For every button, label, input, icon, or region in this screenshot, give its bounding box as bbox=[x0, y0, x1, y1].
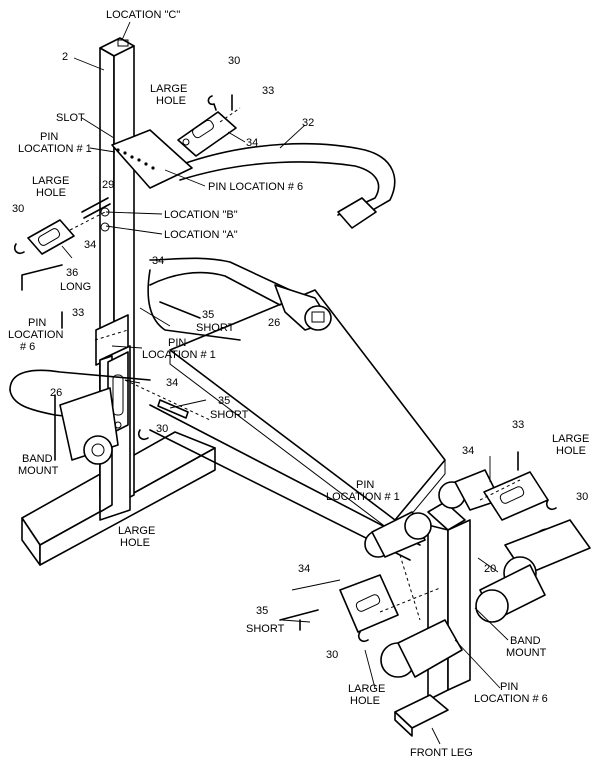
label-large-hole-bottom-line2: HOLE bbox=[350, 695, 380, 707]
pin-35-upper bbox=[159, 301, 201, 319]
callout-30-top: 30 bbox=[228, 55, 240, 67]
label-35-mid-number: 35 bbox=[218, 395, 230, 407]
label-pin-location-1-top-line2: LOCATION # 1 bbox=[18, 143, 92, 155]
leader-lines bbox=[61, 21, 509, 745]
clip-30-left bbox=[13, 243, 25, 255]
callout-34-left: 34 bbox=[84, 239, 96, 251]
callout-2: 2 bbox=[62, 51, 68, 63]
callout-32: 32 bbox=[302, 117, 314, 129]
label-location-b: LOCATION "B" bbox=[164, 209, 238, 221]
label-large-hole-top-line2: HOLE bbox=[156, 95, 186, 107]
callout-30-right: 30 bbox=[576, 491, 588, 503]
pin-36-long bbox=[21, 264, 63, 291]
label-35-upper-short: SHORT bbox=[196, 322, 235, 334]
label-location-a: LOCATION "A" bbox=[164, 229, 238, 241]
callout-26-right: 26 bbox=[268, 317, 280, 329]
callout-33-left: 33 bbox=[72, 307, 84, 319]
press-arm bbox=[179, 142, 396, 229]
label-pin-location-1-right-line1: PIN bbox=[356, 479, 374, 491]
end-cap-top bbox=[177, 111, 237, 157]
callout-34-mid: 34 bbox=[152, 255, 164, 267]
callout-20: 20 bbox=[484, 563, 496, 575]
pin-35-mid bbox=[157, 399, 189, 419]
callout-30-lower: 30 bbox=[326, 649, 338, 661]
label-large-hole-bottom-left-line1: LARGE bbox=[118, 525, 155, 537]
label-35-lower-short: SHORT bbox=[246, 623, 285, 635]
label-pin-location-1-right-line2: LOCATION # 1 bbox=[326, 491, 400, 503]
label-35-upper-number: 35 bbox=[202, 309, 214, 321]
lower-arm-roller bbox=[147, 257, 332, 341]
label-36-number: 36 bbox=[66, 267, 78, 279]
end-cap-right bbox=[483, 471, 549, 521]
clip-30-center bbox=[137, 429, 149, 441]
label-pin-location-1-mid-line1: PIN bbox=[168, 337, 186, 349]
end-cap-left bbox=[27, 219, 75, 255]
label-large-hole-bottom-left-line2: HOLE bbox=[120, 537, 150, 549]
label-location-c: LOCATION "C" bbox=[106, 9, 180, 21]
callout-29: 29 bbox=[102, 179, 114, 191]
label-36-long: LONG bbox=[60, 281, 91, 293]
alignment-lines bbox=[69, 107, 521, 621]
end-cap-lower bbox=[339, 574, 399, 633]
clip-30-right bbox=[545, 499, 557, 511]
callout-34-top: 34 bbox=[246, 137, 258, 149]
bolt-29 bbox=[81, 197, 111, 219]
label-pin-location-6-bottom-line2: LOCATION # 6 bbox=[474, 693, 548, 705]
label-band-mount-right-line1: BAND bbox=[510, 635, 541, 647]
callout-30-center: 30 bbox=[156, 423, 168, 435]
front-rollers bbox=[364, 469, 591, 678]
label-large-hole-left-line1: LARGE bbox=[32, 175, 69, 187]
callout-34-lower: 34 bbox=[298, 563, 310, 575]
label-pin-location-1-mid-line2: LOCATION # 1 bbox=[142, 349, 216, 361]
callout-34-right: 34 bbox=[462, 445, 474, 457]
label-pin-location-6-left-line3: # 6 bbox=[20, 341, 35, 353]
label-pin-location-1-top-line1: PIN bbox=[40, 131, 58, 143]
label-35-lower-number: 35 bbox=[256, 605, 268, 617]
label-band-mount-right-line2: MOUNT bbox=[506, 647, 547, 659]
label-front-leg: FRONT LEG bbox=[410, 747, 473, 759]
callout-34-center: 34 bbox=[166, 377, 178, 389]
label-band-mount-left-line1: BAND bbox=[22, 453, 53, 465]
label-large-hole-right-line2: HOLE bbox=[556, 445, 586, 457]
label-pin-location-6-left-line2: LOCATION bbox=[8, 329, 63, 341]
callout-30-left: 30 bbox=[12, 203, 24, 215]
label-pin-location-6-left-line1: PIN bbox=[28, 317, 46, 329]
label-band-mount-left-line2: MOUNT bbox=[18, 465, 59, 477]
label-large-hole-right-line1: LARGE bbox=[552, 433, 589, 445]
label-pin-location-6-bottom-line1: PIN bbox=[500, 681, 518, 693]
callout-33-right: 33 bbox=[512, 419, 524, 431]
clip-30-top bbox=[207, 95, 217, 111]
label-large-hole-bottom-line1: LARGE bbox=[348, 683, 385, 695]
upright-pivot-bracket bbox=[100, 129, 193, 232]
callout-33-top: 33 bbox=[262, 85, 274, 97]
band-mount-roller-left bbox=[9, 369, 151, 465]
labels: LOCATION "C" 2 30 33 LARGE HOLE 34 32 SL… bbox=[8, 9, 589, 759]
label-pin-location-6-top: PIN LOCATION # 6 bbox=[208, 181, 303, 193]
callout-26-left: 26 bbox=[50, 387, 62, 399]
clip-30-lower bbox=[357, 631, 369, 643]
label-large-hole-left-line2: HOLE bbox=[36, 187, 66, 199]
label-large-hole-top-line1: LARGE bbox=[150, 83, 187, 95]
label-slot: SLOT bbox=[56, 112, 85, 124]
label-35-mid-short: SHORT bbox=[210, 409, 249, 421]
